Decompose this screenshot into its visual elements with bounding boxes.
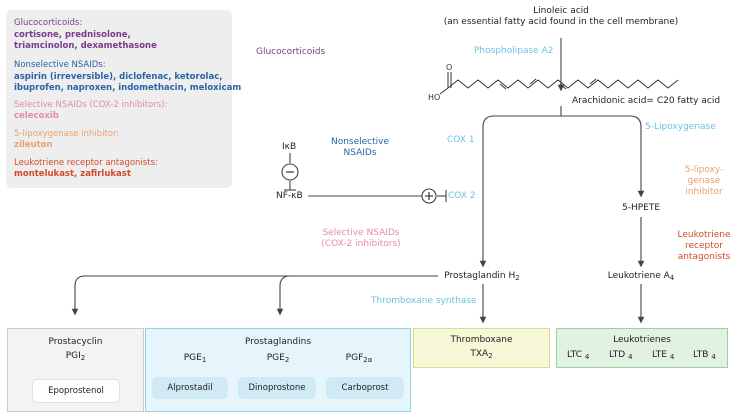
pge2-code: PGE2 (266, 353, 290, 364)
thromboxane-box: Thromboxane TXA2 (413, 328, 550, 368)
lipoxygenase-label: 5-Lipoxygenase (645, 122, 716, 132)
lte4-code: LTE 4 (652, 350, 675, 361)
legend-antagonists-drugs: montelukast, zafirlukast (14, 169, 131, 179)
legend-glucocorticoids-drugs-1: cortisone, prednisolone, (14, 30, 131, 40)
arachidonic-acid-structure-icon (439, 72, 679, 95)
cox2-label: COX 2 (448, 191, 476, 201)
cox1-label: COX 1 (447, 135, 475, 145)
ikb-label: IκB (282, 142, 297, 152)
drug-pill-dinoprostone: Dinoprostone (238, 377, 316, 399)
prostaglandins-box: Prostaglandins PGE1 PGE2 PGF2α Alprostad… (145, 328, 411, 412)
prostaglandin-h2-label: Prostaglandin H2 (444, 271, 520, 282)
ltd4-code: LTD 4 (609, 350, 633, 361)
nonselective-nsaids-label-1: Nonselective (330, 137, 390, 147)
lipoxygenase-inhibitor-label-2: genase (687, 176, 721, 186)
carbonyl-oxygen-label: O (446, 63, 452, 72)
selective-nsaids-label-2: (COX-2 inhibitors) (321, 239, 401, 249)
plus-circle-icon (421, 188, 437, 204)
selective-nsaids-label-1: Selective NSAIDs (322, 228, 400, 238)
legend-selective-drugs: celecoxib (14, 111, 59, 121)
legend-lipoxygenase-drugs: zileuton (14, 140, 53, 150)
legend-lipoxygenase-title: 5-lipoxygenase inhibitor: (14, 129, 120, 139)
nfkb-label: NF-κB (276, 191, 303, 201)
legend-nonselective-drugs-2: ibuprofen, naproxen, indomethacin, melox… (14, 83, 242, 93)
lipoxygenase-inhibitor-label-1: 5-lipoxy- (684, 165, 724, 175)
hydroxyl-label: HO (428, 93, 440, 102)
arachidonic-acid-label: Arachidonic acid= C20 fatty acid (572, 96, 721, 106)
leukotrienes-title: Leukotrienes (613, 335, 671, 345)
arrow-pgh2-to-prostaglandins (276, 275, 291, 316)
legend-glucocorticoids-drugs-2: triamcinolon, dexamethasone (14, 41, 157, 51)
glucocorticoids-label: Glucocorticoids (256, 47, 326, 57)
legend-selective-title: Selective NSAIDs (COX-2 inhibitors): (14, 100, 168, 110)
leukotriene-antagonists-label-3: antagonists (677, 252, 731, 262)
linoleic-acid-note: (an essential fatty acid found in the ce… (443, 17, 679, 27)
prostaglandins-title: Prostaglandins (244, 337, 312, 347)
leukotriene-antagonists-label-1: Leukotriene (677, 230, 731, 240)
drug-pill-epoprostenol: Epoprostenol (32, 379, 120, 403)
arrow-lox-to-hpete (561, 115, 645, 198)
drug-legend-panel: Glucocorticoids: cortisone, prednisolone… (6, 10, 241, 188)
legend-nonselective-title: Nonselective NSAIDs: (14, 60, 106, 70)
legend-glucocorticoids-title: Glucocorticoids: (14, 18, 83, 28)
prostacyclin-box: Prostacyclin PGI2 Epoprostenol (7, 328, 144, 412)
phospholipase-a2-label: Phospholipase A2 (474, 46, 554, 56)
pge1-code: PGE1 (183, 353, 207, 364)
thromboxane-code: TXA2 (470, 349, 493, 360)
linoleic-acid-label: Linoleic acid (533, 6, 589, 16)
legend-antagonists-title: Leukotriene receptor antagonists: (14, 158, 158, 168)
drug-pill-carboprost: Carboprost (326, 377, 404, 399)
hpete-label: 5-HPETE (621, 203, 661, 213)
pgf2a-code: PGF2α (345, 353, 373, 364)
drug-pill-alprostadil: Alprostadil (152, 377, 228, 399)
thromboxane-title: Thromboxane (450, 335, 513, 345)
thromboxane-synthase-label: Thromboxane synthase (371, 296, 477, 306)
leukotrienes-box: Leukotrienes LTC 4 LTD 4 LTE 4 LTB 4 (556, 328, 728, 368)
legend-nonselective-drugs-1: aspirin (irreversible), diclofenac, keto… (14, 72, 223, 82)
prostacyclin-code: PGI2 (65, 351, 86, 362)
ltb4-code: LTB 4 (693, 350, 716, 361)
leukotriene-antagonists-label-2: receptor (685, 241, 723, 251)
nonselective-nsaids-label-2: NSAIDs (343, 148, 377, 158)
arrow-pgh2-to-prostacyclin (71, 275, 438, 316)
arrow-cox-to-prostaglandin (479, 115, 561, 268)
minus-circle-icon (281, 163, 299, 181)
ltc4-code: LTC 4 (567, 350, 590, 361)
prostacyclin-title: Prostacyclin (48, 337, 103, 347)
leukotriene-a4-label: Leukotriene A4 (607, 271, 675, 282)
lipoxygenase-inhibitor-label-3: inhibitor (685, 187, 723, 197)
